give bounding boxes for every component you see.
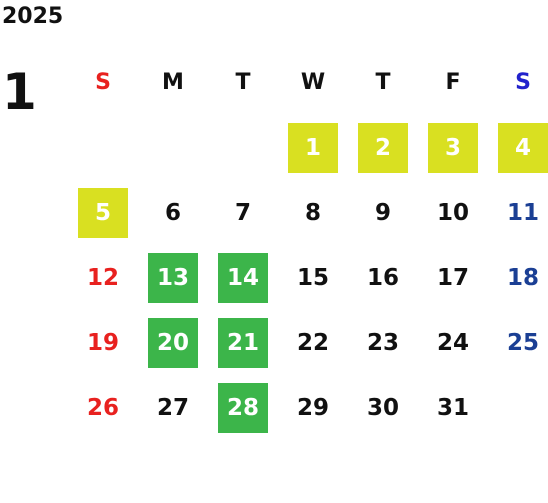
calendar-cell: 15 xyxy=(278,245,348,310)
weekday-wednesday: W xyxy=(300,69,326,95)
calendar-cell: 21 xyxy=(208,310,278,375)
calendar-cell: 29 xyxy=(278,375,348,440)
calendar-cell: 7 xyxy=(208,180,278,245)
calendar-cell xyxy=(208,115,278,180)
calendar-cell: 23 xyxy=(348,310,418,375)
day-26[interactable]: 26 xyxy=(86,394,119,421)
calendar-cell: 14 xyxy=(208,245,278,310)
calendar-cell: 19 xyxy=(68,310,138,375)
day-8[interactable]: 8 xyxy=(304,199,321,226)
calendar-cell: 24 xyxy=(418,310,488,375)
day-25[interactable]: 25 xyxy=(506,329,539,356)
weekday-monday: M xyxy=(162,69,184,95)
day-6[interactable]: 6 xyxy=(164,199,181,226)
calendar-cell xyxy=(68,115,138,180)
day-19[interactable]: 19 xyxy=(86,329,119,356)
day-22[interactable]: 22 xyxy=(296,329,329,356)
calendar-cell: 25 xyxy=(488,310,548,375)
day-21[interactable]: 21 xyxy=(218,317,268,368)
calendar-cell: 6 xyxy=(138,180,208,245)
calendar-cell: 26 xyxy=(68,375,138,440)
day-13[interactable]: 13 xyxy=(148,252,198,303)
day-28[interactable]: 28 xyxy=(218,382,268,433)
calendar-cell: 2 xyxy=(348,115,418,180)
calendar-cell: 10 xyxy=(418,180,488,245)
calendar-cell: 4 xyxy=(488,115,548,180)
day-27[interactable]: 27 xyxy=(156,394,189,421)
calendar-cell: 12 xyxy=(68,245,138,310)
calendar-cell: 31 xyxy=(418,375,488,440)
calendar-cell: 3 xyxy=(418,115,488,180)
calendar-cell xyxy=(488,375,548,440)
calendar-cell: 9 xyxy=(348,180,418,245)
day-9[interactable]: 9 xyxy=(374,199,391,226)
weekday-thursday: T xyxy=(375,69,391,95)
calendar-cell: 1 xyxy=(278,115,348,180)
day-29[interactable]: 29 xyxy=(296,394,329,421)
calendar-cell: 11 xyxy=(488,180,548,245)
calendar-cell xyxy=(138,115,208,180)
calendar-cell: 27 xyxy=(138,375,208,440)
day-3[interactable]: 3 xyxy=(428,122,478,173)
day-1[interactable]: 1 xyxy=(288,122,338,173)
weekday-header: S M T W T F S xyxy=(68,62,548,102)
weekday-saturday: S xyxy=(515,69,531,95)
calendar-cell: 8 xyxy=(278,180,348,245)
calendar-cell: 20 xyxy=(138,310,208,375)
day-20[interactable]: 20 xyxy=(148,317,198,368)
day-17[interactable]: 17 xyxy=(436,264,469,291)
day-11[interactable]: 11 xyxy=(506,199,539,226)
calendar-cell: 18 xyxy=(488,245,548,310)
weekday-sunday: S xyxy=(95,69,111,95)
day-4[interactable]: 4 xyxy=(498,122,548,173)
day-23[interactable]: 23 xyxy=(366,329,399,356)
weekday-tuesday: T xyxy=(235,69,251,95)
calendar-cell: 28 xyxy=(208,375,278,440)
calendar-cell: 5 xyxy=(68,180,138,245)
year-label: 2025 xyxy=(2,4,64,29)
day-5[interactable]: 5 xyxy=(78,187,128,238)
day-14[interactable]: 14 xyxy=(218,252,268,303)
weekday-friday: F xyxy=(445,69,461,95)
day-7[interactable]: 7 xyxy=(234,199,251,226)
calendar-cell: 22 xyxy=(278,310,348,375)
calendar-cell: 17 xyxy=(418,245,488,310)
day-10[interactable]: 10 xyxy=(436,199,469,226)
month-number: 1 xyxy=(2,63,37,121)
day-30[interactable]: 30 xyxy=(366,394,399,421)
calendar-cell: 16 xyxy=(348,245,418,310)
day-2[interactable]: 2 xyxy=(358,122,408,173)
day-18[interactable]: 18 xyxy=(506,264,539,291)
day-12[interactable]: 12 xyxy=(86,264,119,291)
calendar-cell: 13 xyxy=(138,245,208,310)
day-15[interactable]: 15 xyxy=(296,264,329,291)
day-24[interactable]: 24 xyxy=(436,329,469,356)
day-31[interactable]: 31 xyxy=(436,394,469,421)
day-16[interactable]: 16 xyxy=(366,264,399,291)
calendar-cell: 30 xyxy=(348,375,418,440)
